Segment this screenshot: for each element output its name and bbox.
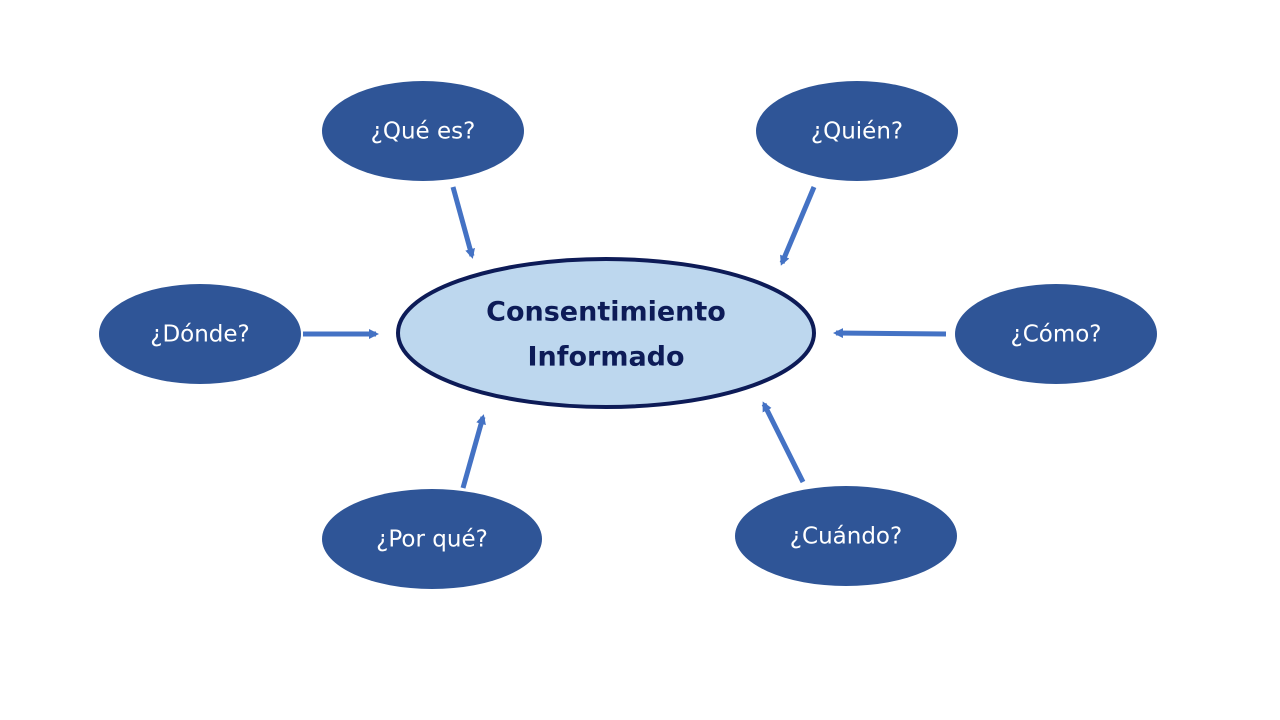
node-quien: ¿Quién? bbox=[756, 81, 958, 181]
center-ellipse bbox=[396, 257, 816, 409]
node-como-ellipse bbox=[955, 284, 1157, 384]
arrow-que-es bbox=[450, 186, 475, 259]
node-por-que-label: ¿Por qué? bbox=[376, 527, 488, 553]
node-quien-label: ¿Quién? bbox=[811, 119, 903, 145]
node-por-que-ellipse bbox=[322, 489, 542, 589]
center-node: Consentimiento Informado bbox=[396, 257, 816, 409]
node-donde-label: ¿Dónde? bbox=[150, 322, 250, 348]
node-cuando: ¿Cuándo? bbox=[735, 486, 957, 586]
node-por-que: ¿Por qué? bbox=[322, 489, 542, 589]
node-donde-ellipse bbox=[99, 284, 301, 384]
node-como-label: ¿Cómo? bbox=[1010, 322, 1101, 348]
node-como: ¿Cómo? bbox=[955, 284, 1157, 384]
arrows bbox=[303, 186, 947, 489]
node-quien-ellipse bbox=[756, 81, 958, 181]
arrow-como bbox=[833, 328, 947, 339]
node-que-es-label: ¿Qué es? bbox=[371, 119, 476, 145]
node-que-es-ellipse bbox=[322, 81, 524, 181]
arrow-cuando bbox=[761, 401, 806, 484]
node-cuando-ellipse bbox=[735, 486, 957, 586]
node-donde: ¿Dónde? bbox=[99, 284, 301, 384]
arrow-por-que bbox=[460, 414, 486, 489]
center-title-line2: Informado bbox=[527, 342, 684, 373]
arrow-quien bbox=[779, 186, 817, 266]
center-title-line1: Consentimiento bbox=[486, 297, 726, 328]
node-que-es: ¿Qué es? bbox=[322, 81, 524, 181]
node-cuando-label: ¿Cuándo? bbox=[790, 524, 902, 550]
